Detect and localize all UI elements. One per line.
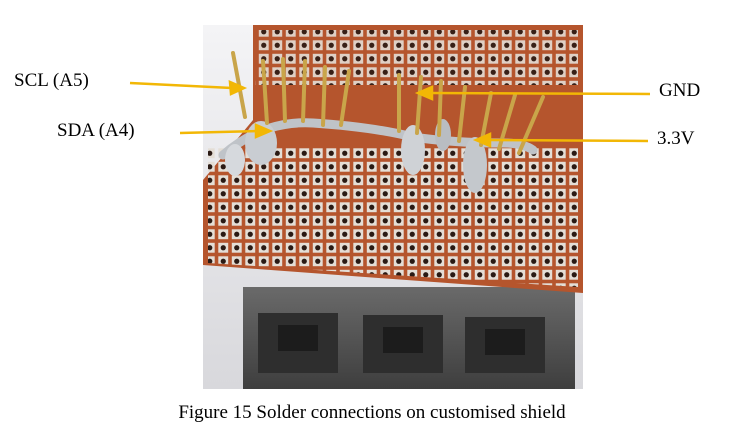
sda-label: SDA (A4) (57, 120, 135, 141)
scl-label: SCL (A5) (14, 70, 89, 91)
rj-connectors (243, 287, 575, 389)
circuit-board-photo (203, 25, 583, 389)
header-pins (231, 51, 545, 155)
gnd-label: GND (659, 80, 701, 101)
figure-caption: Figure 15 Solder connections on customis… (178, 402, 566, 423)
perfboard (203, 25, 583, 293)
v33-label: 3.3V (657, 128, 695, 149)
